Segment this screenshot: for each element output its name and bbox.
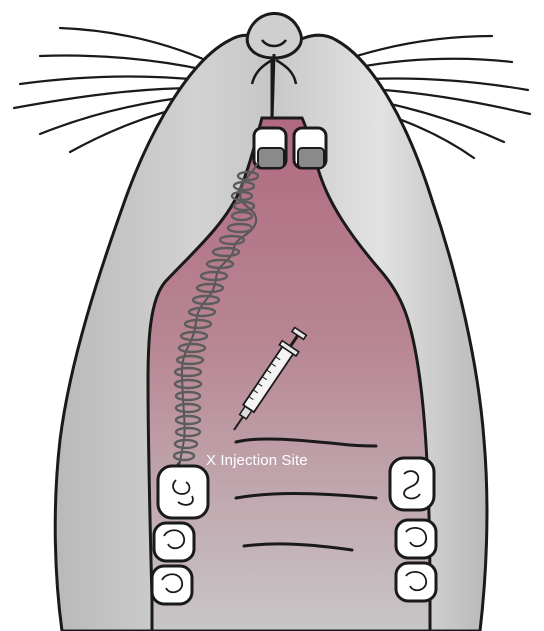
injection-site-label: X Injection Site [206,452,308,469]
molar-left-1 [158,466,208,518]
molar-left-3 [152,566,192,604]
molar-right-1 [390,458,434,510]
molars-right [390,458,436,601]
molar-left-2 [154,523,194,561]
molar-right-3 [396,563,436,601]
molar-right-2 [396,520,436,558]
